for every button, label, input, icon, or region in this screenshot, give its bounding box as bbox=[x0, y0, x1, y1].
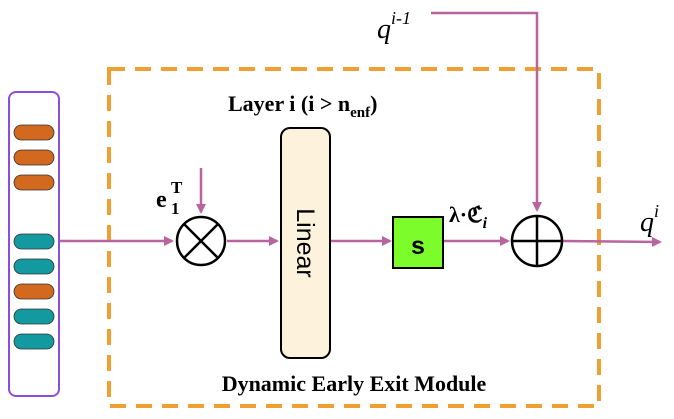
sigma-block bbox=[392, 216, 444, 269]
token-orange bbox=[13, 149, 55, 166]
add-node bbox=[510, 214, 564, 268]
token-teal bbox=[13, 333, 55, 350]
token-teal bbox=[13, 258, 55, 275]
output-arrow bbox=[562, 236, 662, 247]
token-orange bbox=[13, 283, 55, 300]
embed-label-sub: 1 bbox=[171, 199, 180, 218]
sigma-label: s bbox=[411, 232, 425, 260]
input-label: qi-1 bbox=[377, 8, 411, 45]
module-caption: Dynamic Early Exit Module bbox=[222, 371, 487, 396]
module-boundary bbox=[107, 67, 601, 408]
token-teal bbox=[13, 308, 55, 325]
token-stack bbox=[13, 124, 55, 350]
token-orange bbox=[13, 124, 55, 141]
output-label: qi bbox=[640, 201, 659, 238]
token-orange bbox=[13, 174, 55, 191]
linear-label: Linear bbox=[291, 208, 319, 278]
residual-arrow bbox=[431, 11, 542, 212]
scale-label: λ·ℭi bbox=[449, 202, 488, 232]
embed-label-sup: T bbox=[171, 178, 183, 197]
linear-block bbox=[280, 127, 331, 359]
token-teal bbox=[13, 233, 55, 250]
embed-label: e bbox=[156, 187, 167, 213]
multiply-node bbox=[175, 215, 227, 267]
module-title: Layer i (i > nenf) bbox=[228, 91, 377, 121]
